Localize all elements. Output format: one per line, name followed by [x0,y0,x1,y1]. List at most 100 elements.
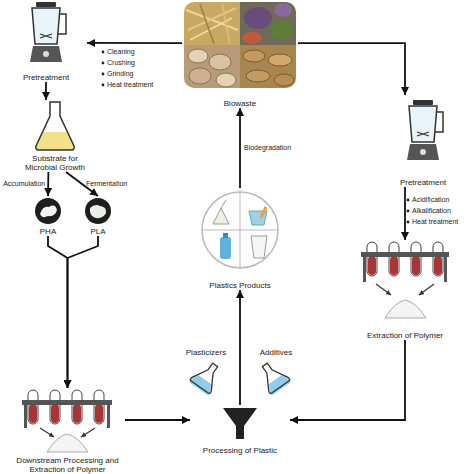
biowaste-photo [268,54,292,66]
flask-icon [190,358,226,394]
stage-label: Downstream Processing and Extraction of … [12,456,124,474]
process-stage: Additives [248,348,304,396]
stage-label: Substrate for Microbial Growth [20,154,90,172]
test-tube-rack [24,400,27,428]
blender-icon [36,2,56,7]
biowaste-photo [188,49,208,63]
test-tube-rack [434,256,442,275]
process-stage: Pretreatment [5,0,87,82]
process-stage: Downstream Processing and Extraction of … [10,388,125,474]
flow-arrow [239,108,241,188]
test-tube-rack [95,404,103,423]
test-tube-rack [419,284,434,295]
test-tube-rack [28,390,38,424]
biowaste-photo [200,4,214,44]
edge-label: Fermentation [86,180,127,188]
plastic-products-icon [223,233,228,238]
bullet-dot [407,221,410,224]
bullet-dot [102,84,105,87]
test-tube-rack [367,242,377,276]
blender-icon [409,106,437,142]
process-step: Heat treatment [412,218,458,226]
stage-label: Biowaste [224,99,256,108]
blender-icon [435,112,443,132]
test-tube-rack [363,252,366,282]
polymer-granule [85,198,111,224]
biowaste-photo [274,74,294,86]
test-tube-rack [444,252,447,282]
flask-icon [189,358,226,396]
flow-arrow [239,290,241,405]
process-step: Heat treatment [107,81,153,89]
process-step: Cleaning [107,48,135,56]
flow-arrow [298,43,405,95]
plastic-products-icon [260,206,268,218]
flow-arrow [290,340,405,420]
process-stage: Extraction of Polymer [350,240,460,340]
plastic-products-icon [213,208,229,224]
biowaste-photo [243,50,265,62]
test-tube-rack [412,256,420,275]
biowaste-photo [216,73,236,87]
process-step: Acidification [412,196,449,204]
process-step: Grinding [107,70,133,78]
blender-icon [32,8,60,44]
flask-icon [255,358,291,394]
test-tube-rack [385,300,426,318]
funnel-icon [223,408,257,439]
blender-icon [417,132,429,136]
stage-label: Plastics Products [209,281,270,290]
test-tube-rack [389,242,399,276]
bullet-dot [407,199,410,202]
biowaste-photo [274,3,292,17]
test-tube-rack [94,390,104,424]
test-tube-rack [22,400,112,405]
process-stage: Substrate for Microbial Growth [0,100,110,172]
bullet-dot [102,51,105,54]
polymer-granule [90,205,106,218]
biowaste-photo [270,20,294,40]
test-tube-rack [29,404,37,423]
test-tube-rack [107,400,110,428]
blender-icon [30,46,62,62]
flow-arrow [68,236,99,388]
test-tube-rack [47,434,88,452]
stage-label: Pretreatment [400,178,446,187]
flow-arrow [404,187,406,240]
biowaste-photo [209,54,231,70]
biowaste-photo [184,2,296,88]
test-tube-rack [368,256,376,275]
process-stage: PLA [76,196,120,236]
blender-icon [58,14,66,34]
blender-icon [407,144,439,160]
blender-icon [407,100,443,160]
biowaste-photo [240,45,296,88]
flask-icon [36,102,74,150]
biowaste-photo [244,7,272,29]
edge-label: Biodegradation [244,144,291,152]
blender-icon [40,34,52,38]
test-tube-rack [411,242,421,276]
process-stage: Processing of Plastic [190,405,290,455]
flow-arrow [125,419,190,421]
biowaste-photo [184,2,296,88]
test-tube-rack [50,390,60,424]
stage-label: Plasticizers [186,348,226,357]
test-tube-rack [51,404,59,423]
process-step: Crushing [107,59,135,67]
test-tube-rack [390,256,398,275]
blender-icon [43,51,49,57]
flask-icon [36,102,74,150]
process-stage: Biowaste [182,0,298,108]
test-tube-rack [376,284,391,295]
polymer-granule [35,198,111,224]
stage-label: Pretreatment [23,73,69,82]
polymer-granule [40,206,57,218]
test-tube-rack [361,252,449,257]
biowaste-photo [246,70,270,82]
test-tube-rack [81,428,95,437]
